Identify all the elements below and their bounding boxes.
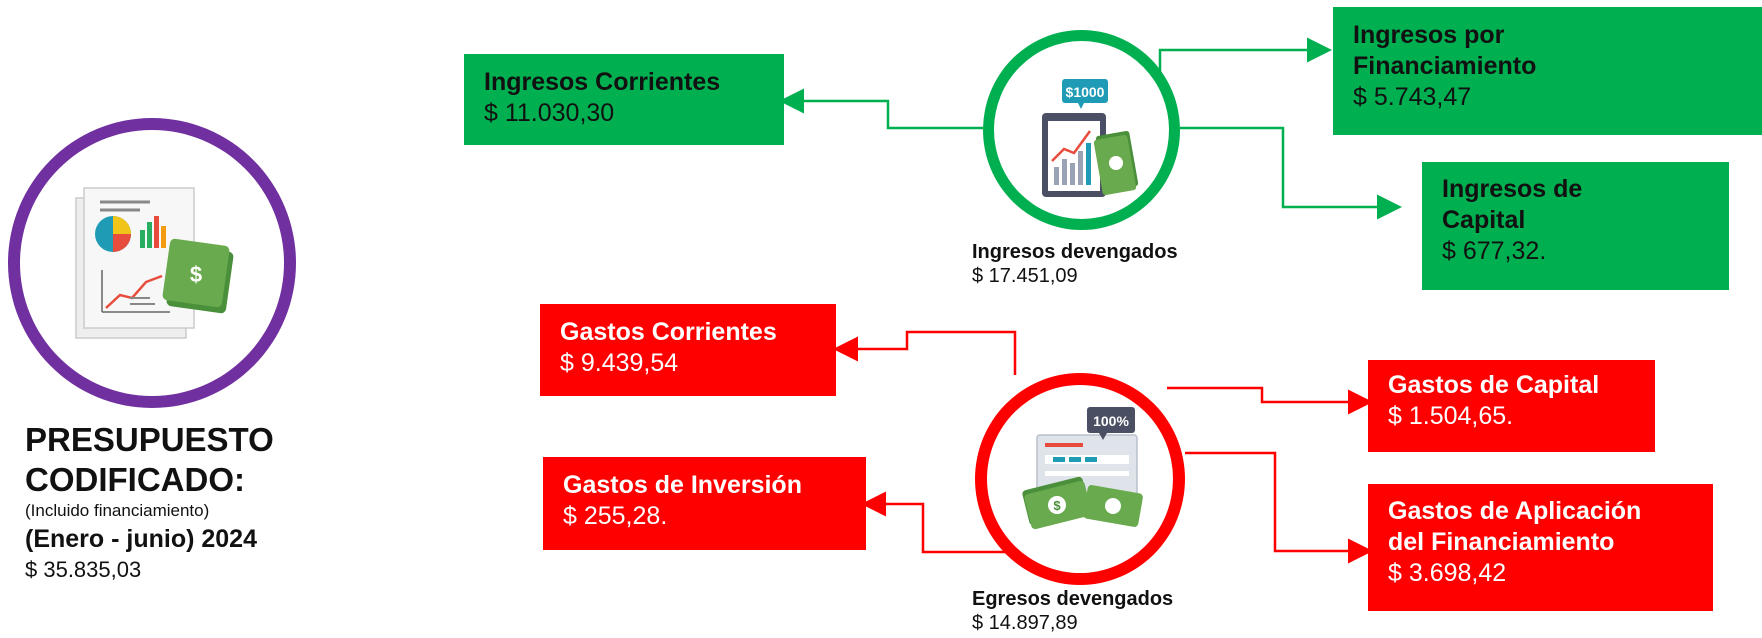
ingresos-financiamiento-amount: $ 5.743,47 (1353, 83, 1472, 111)
svg-text:$: $ (190, 262, 202, 287)
gastos-inversion-title: Gastos de Inversión (563, 471, 802, 499)
box-ingresos-financiamiento: Ingresos por Financiamiento $ 5.743,47 (1333, 7, 1762, 135)
box-gastos-corrientes: Gastos Corrientes $ 9.439,54 (540, 304, 836, 396)
box-gastos-capital: Gastos de Capital $ 1.504,65. (1368, 360, 1655, 452)
budget-amount: $ 35.835,03 (25, 557, 142, 582)
budget-circle: $ (8, 118, 296, 408)
expense-hub-amount: $ 14.897,89 (972, 612, 1078, 634)
income-hub-label: Ingresos devengados $ 17.451,09 (972, 240, 1272, 288)
ingresos-capital-title-2: Capital (1442, 206, 1526, 234)
box-ingresos-corrientes: Ingresos Corrientes $ 11.030,30 (464, 54, 784, 145)
price-tag-text: $1000 (1066, 84, 1105, 100)
gastos-capital-amount: $ 1.504,65. (1388, 402, 1514, 430)
connector-ingresos-capital (1155, 126, 1402, 220)
connector-ingresos-corrientes (779, 88, 985, 130)
expense-hub-label: Egresos devengados $ 14.897,89 (972, 587, 1272, 635)
box-ingresos-capital: Ingresos de Capital $ 677,32. (1422, 162, 1729, 290)
budget-period: (Enero - junio) 2024 (25, 525, 257, 553)
connector-gastos-corrientes (833, 330, 1017, 375)
connector-ingresos-financiamiento (1158, 37, 1332, 88)
income-report-icon: $1000 (1042, 79, 1139, 197)
income-hub-title: Ingresos devengados (972, 241, 1178, 263)
income-hub-amount: $ 17.451,09 (972, 265, 1078, 287)
ingresos-corrientes-amount: $ 11.030,30 (484, 99, 615, 127)
gastos-corrientes-title: Gastos Corrientes (560, 318, 777, 346)
gastos-aplicacion-amount: $ 3.698,42 (1388, 559, 1507, 587)
income-hub-circle: $1000 (983, 30, 1180, 230)
svg-text:$: $ (1053, 498, 1061, 513)
ingresos-capital-amount: $ 677,32. (1442, 237, 1547, 265)
connector-gastos-aplicacion (1185, 451, 1373, 564)
ingresos-financiamiento-title-1: Ingresos por (1353, 21, 1505, 49)
expense-hub-title: Egresos devengados (972, 588, 1174, 610)
report-chart-icon: $ (75, 187, 234, 339)
expense-report-icon: 100% $ (1022, 407, 1143, 530)
gastos-aplicacion-title-2: del Financiamiento (1388, 528, 1615, 556)
connector-gastos-capital (1167, 386, 1373, 415)
budget-heading-line2: CODIFICADO: (25, 461, 245, 498)
budget-note: (Incluido financiamiento) (25, 501, 210, 520)
ingresos-corrientes-title: Ingresos Corrientes (484, 68, 721, 96)
ingresos-capital-title-1: Ingresos de (1442, 175, 1583, 203)
box-gastos-inversion: Gastos de Inversión $ 255,28. (543, 457, 866, 550)
gastos-inversion-amount: $ 255,28. (563, 502, 668, 530)
ingresos-financiamiento-title-2: Financiamiento (1353, 52, 1537, 80)
budget-heading-line1: PRESUPUESTO (25, 421, 274, 458)
gastos-corrientes-amount: $ 9.439,54 (560, 349, 679, 377)
expense-hub-circle: 100% $ (975, 373, 1185, 585)
gastos-aplicacion-title-1: Gastos de Aplicación (1388, 497, 1642, 525)
percent-tag-text: 100% (1093, 413, 1129, 429)
gastos-capital-title: Gastos de Capital (1388, 371, 1600, 399)
budget-summary: PRESUPUESTO CODIFICADO: (Incluido financ… (25, 420, 345, 584)
box-gastos-aplicacion: Gastos de Aplicación del Financiamiento … (1368, 484, 1713, 611)
